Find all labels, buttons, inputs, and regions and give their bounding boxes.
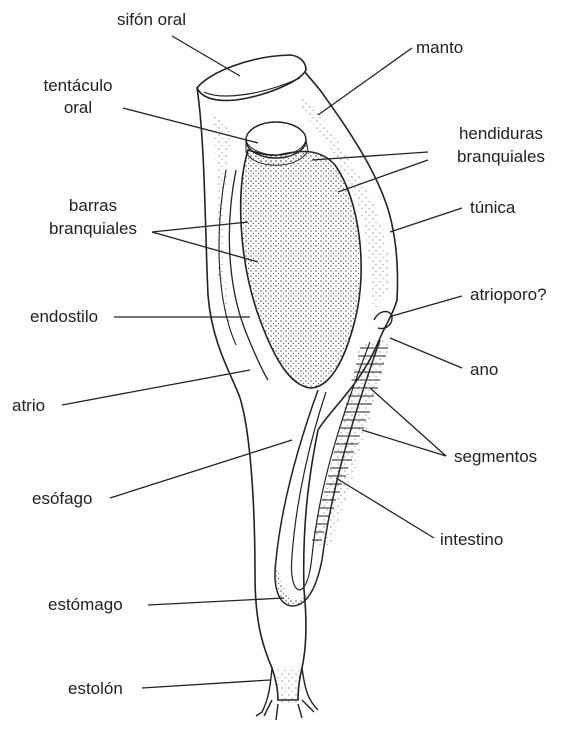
label-sifon-oral: sifón oral (117, 10, 186, 30)
leader-segmentos-1 (370, 388, 446, 456)
label-tunica: túnica (470, 198, 515, 218)
leader-sifon-oral (172, 36, 240, 76)
label-intestino: intestino (440, 530, 503, 550)
label-hendiduras-line1: hendiduras (436, 124, 566, 144)
label-atrio: atrio (12, 396, 45, 416)
label-barras-line1: barras (28, 196, 158, 216)
label-esofago: esófago (32, 489, 93, 509)
label-endostilo: endostilo (30, 307, 98, 327)
label-hendiduras-line2: branquiales (436, 147, 566, 167)
label-tentaculo-oral-line2: oral (28, 98, 128, 118)
label-estolon: estolón (68, 679, 123, 699)
label-segmentos: segmentos (454, 447, 537, 467)
stolon-fill (276, 668, 300, 705)
label-ano: ano (470, 360, 498, 380)
label-atrioporo: atrioporo? (470, 285, 547, 305)
leader-segmentos-2 (362, 430, 446, 456)
leader-manto (318, 48, 412, 115)
leader-atrio (62, 370, 250, 405)
leader-tunica (390, 208, 462, 232)
label-barras-line2: branquiales (28, 219, 158, 239)
label-tentaculo-oral-line1: tentáculo (28, 76, 128, 96)
leader-intestino (336, 478, 434, 538)
leader-atrioporo (392, 296, 462, 316)
label-estomago: estómago (48, 595, 123, 615)
leader-ano (390, 338, 462, 368)
leader-estolon (142, 680, 270, 688)
label-manto: manto (416, 38, 463, 58)
